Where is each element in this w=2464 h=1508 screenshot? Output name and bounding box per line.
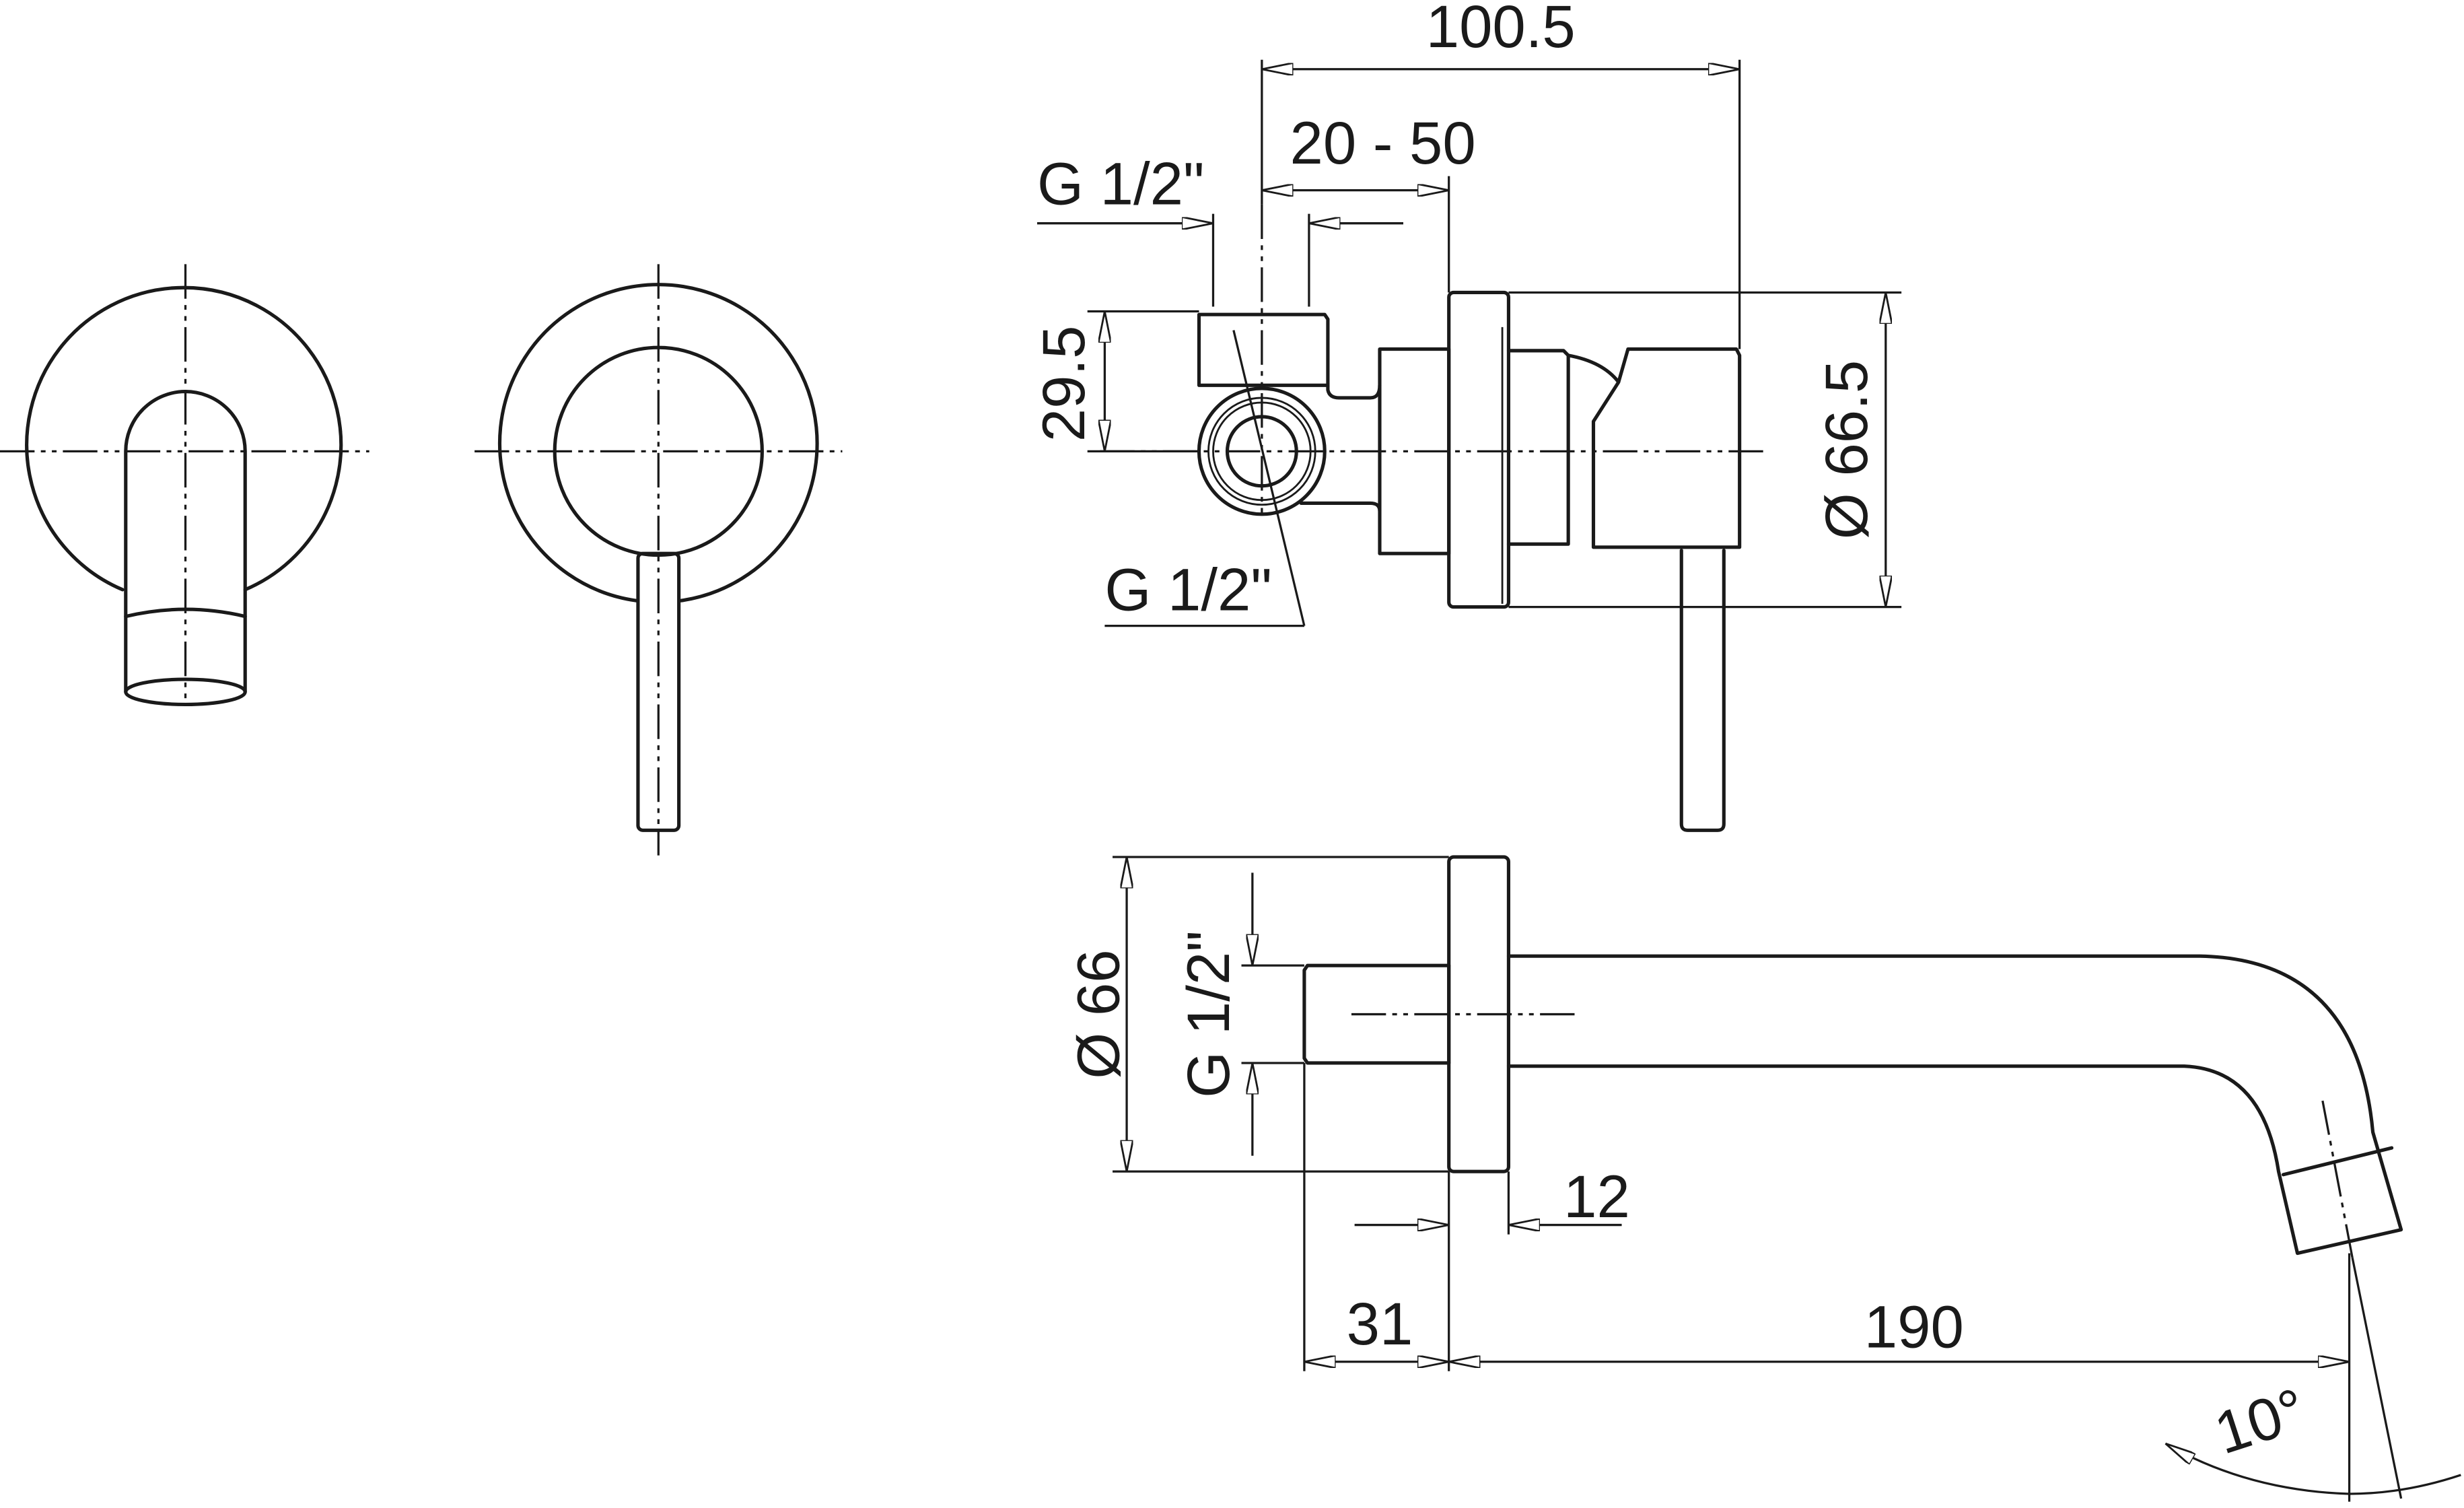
dim-label-g12-spout: G 1/2" — [1175, 930, 1242, 1098]
spout-band — [124, 607, 247, 619]
spout-outlet-axis — [2321, 1100, 2354, 1258]
spout-front-view — [0, 264, 369, 706]
dim-label-10deg: 10° — [2207, 1375, 2313, 1467]
spout-body — [124, 390, 247, 694]
inlet-port-inner — [1225, 415, 1298, 488]
dim-label-100-5: 100.5 — [1426, 0, 1576, 60]
rosette-circle — [497, 283, 819, 603]
mixer-front-view — [474, 264, 843, 856]
dim-label-31: 31 — [1347, 1291, 1413, 1357]
inlet-port-thread2 — [1212, 401, 1312, 502]
spout-tube — [1506, 954, 2403, 1256]
dim-label-190: 190 — [1864, 1294, 1964, 1361]
dim-label-20-50: 20 - 50 — [1290, 110, 1476, 176]
spout-aerator-band — [2281, 1146, 2394, 1177]
dim-label-12: 12 — [1563, 1163, 1630, 1230]
rosette-plate — [1447, 290, 1510, 609]
dim-label-g12-side: G 1/2" — [1104, 556, 1271, 623]
rosette-circle — [25, 285, 343, 592]
inlet-port-thread — [1207, 397, 1316, 506]
cartridge-sleeve — [1506, 349, 1570, 546]
spout-outlet — [124, 677, 247, 706]
dim-10-deg-arc — [2165, 1442, 2461, 1495]
handle-lever — [636, 551, 681, 832]
dim-label-g12-top: G 1/2" — [1037, 151, 1204, 217]
spout-thread — [1302, 963, 1451, 1065]
handle-lever — [1679, 548, 1726, 832]
dim-angle-ref — [2351, 1258, 2403, 1499]
dim-label-29-5: 29.5 — [1030, 326, 1097, 442]
dim-label-66: Ø 66 — [1065, 949, 1131, 1078]
mixer-side-view: 100.5 20 - 50 G 1/2" 29.5 G 1/2" Ø 66.5 — [1030, 0, 1902, 832]
lower-body — [1299, 501, 1382, 513]
dim-label-66-5: Ø 66.5 — [1813, 360, 1880, 539]
spout-side-view: Ø 66 G 1/2" 12 31 190 10° — [1065, 855, 2461, 1502]
dim-thread-side-leader — [1232, 330, 1306, 627]
handle-body — [1566, 347, 1742, 549]
inlet-nipple — [1197, 312, 1382, 400]
